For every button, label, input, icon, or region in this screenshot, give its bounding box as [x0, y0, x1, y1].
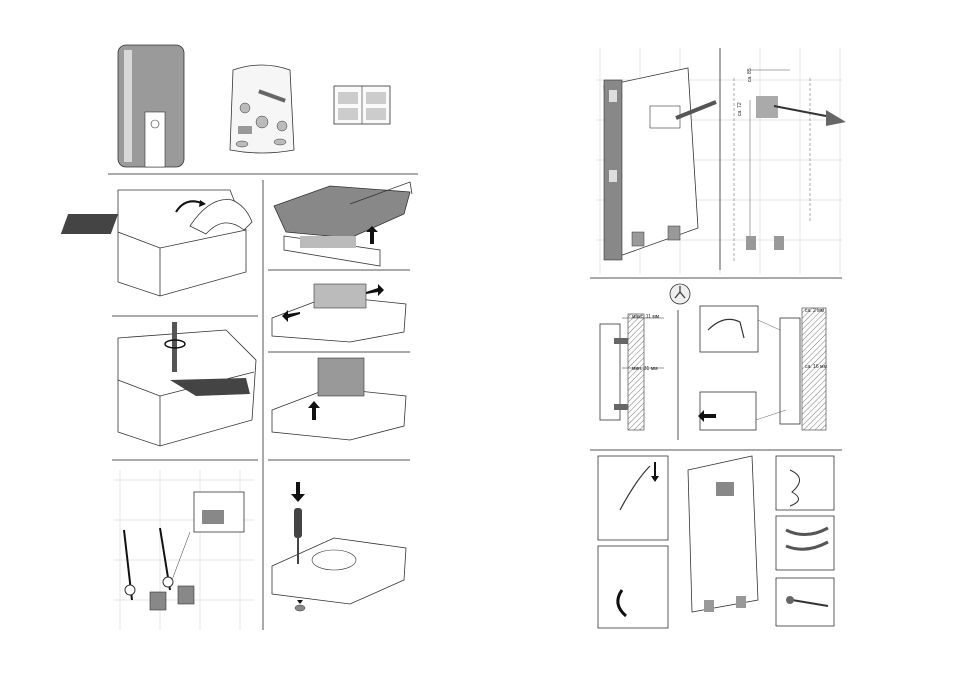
dimension-label-min31: мин. 31 мм	[632, 366, 658, 372]
step-lift-module	[272, 358, 406, 440]
step-break-out	[272, 482, 406, 611]
scope-of-delivery	[118, 45, 390, 167]
dimension-label-ca16: ca. 16 мм	[805, 364, 827, 370]
step-slide-module	[272, 284, 406, 342]
step-lift-cover	[274, 182, 412, 266]
dimension-label-ca2: ca. 2 мм	[805, 308, 824, 314]
accessory-bag-image	[230, 65, 294, 153]
step-install-valves	[114, 470, 254, 630]
wall-section-left	[600, 284, 690, 430]
step-unscrew	[118, 322, 256, 446]
dimension-label-d1: ca. 85	[747, 68, 753, 82]
dimension-label-d2: ca. 72	[737, 102, 743, 116]
heater-unit-image	[118, 45, 184, 167]
step-mounting-template	[596, 48, 842, 274]
dimension-label-max11: макс. 11 мм	[632, 314, 659, 320]
step-remove-cap	[61, 190, 252, 296]
instruction-booklet-image	[334, 86, 390, 124]
step-cable-entry	[598, 456, 834, 628]
